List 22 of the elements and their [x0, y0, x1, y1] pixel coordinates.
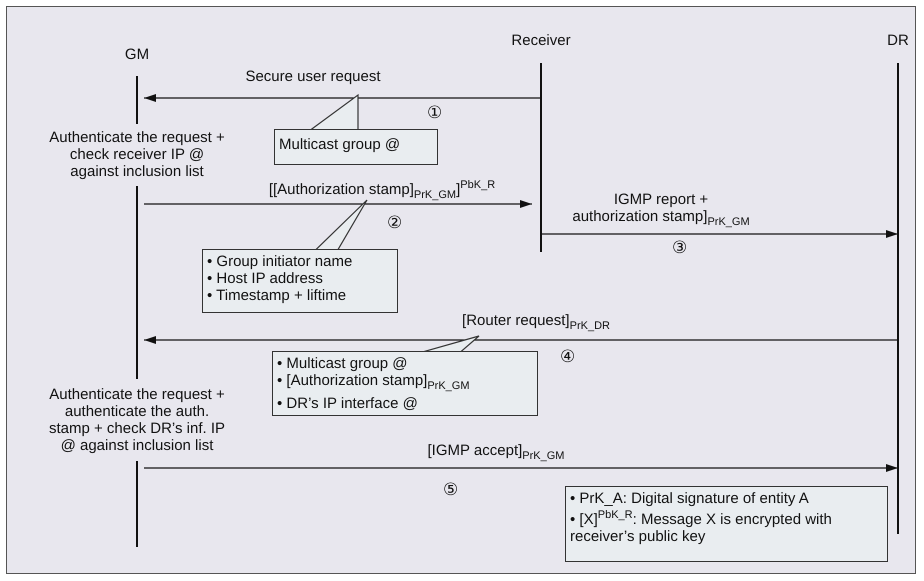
edge-label: [IGMP accept]$_{PrK_GM}$ — [426, 442, 566, 464]
lifeline — [886, 32, 910, 534]
step-number: ④ — [560, 347, 576, 367]
message-arrow — [144, 200, 532, 208]
edge-label: IGMP report + authorization stamp]$_{PrK_GM}$ — [571, 191, 751, 230]
message-arrow — [144, 464, 898, 472]
step-number: ⑤ — [443, 480, 458, 500]
message-arrow — [144, 94, 541, 102]
message-arrow — [541, 230, 898, 238]
lifeline-heading: DR — [886, 32, 910, 50]
step-number: ③ — [672, 238, 688, 258]
step-number: ② — [387, 213, 402, 233]
edge-label: [Router request]$_{PrK_DR}$ — [461, 312, 611, 334]
note-text: Authenticate the request + check receiver IP @ against inclusion list — [48, 129, 226, 180]
lifeline-heading: GM — [124, 46, 150, 64]
step-number: ① — [427, 103, 442, 123]
note-box: • PrK_A: Digital signature of entity A • [X]$^{PbK_R}$: Message X is encrypted with receiver’s public key — [565, 486, 888, 562]
note-text: Authenticate the request + authenticate the auth. stamp + check DR’s inf. IP @ against inclusion list — [48, 386, 226, 454]
edge-label: Secure user request — [244, 68, 382, 85]
lifeline-heading: Receiver — [510, 32, 572, 50]
edge-label: [[Authorization stamp]$_{PrK_GM}$]$^{PbK_R}$ — [268, 178, 496, 203]
message-arrow — [144, 336, 898, 344]
